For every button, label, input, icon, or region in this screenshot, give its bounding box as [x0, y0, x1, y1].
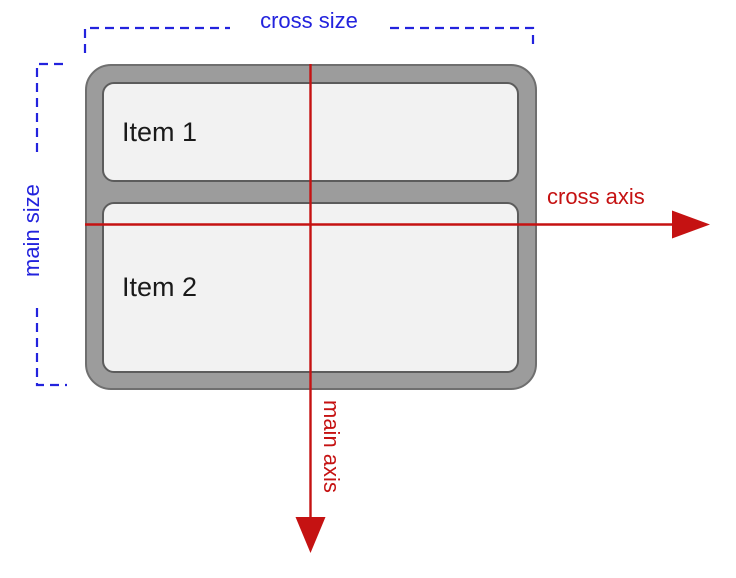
main-axis-arrowhead	[295, 517, 326, 553]
cross-size-label: cross size	[230, 8, 388, 34]
main-size-label: main size	[19, 158, 45, 303]
flex-item-1: Item 1	[102, 82, 519, 182]
flex-item-2: Item 2	[102, 202, 519, 373]
cross-axis-arrowhead	[672, 210, 710, 239]
main-axis-label: main axis	[319, 400, 344, 493]
flex-container: Item 1 Item 2	[85, 64, 537, 390]
cross-axis-label: cross axis	[547, 184, 645, 209]
flex-item-2-label: Item 2	[122, 272, 198, 302]
flex-item-1-label: Item 1	[122, 116, 198, 147]
